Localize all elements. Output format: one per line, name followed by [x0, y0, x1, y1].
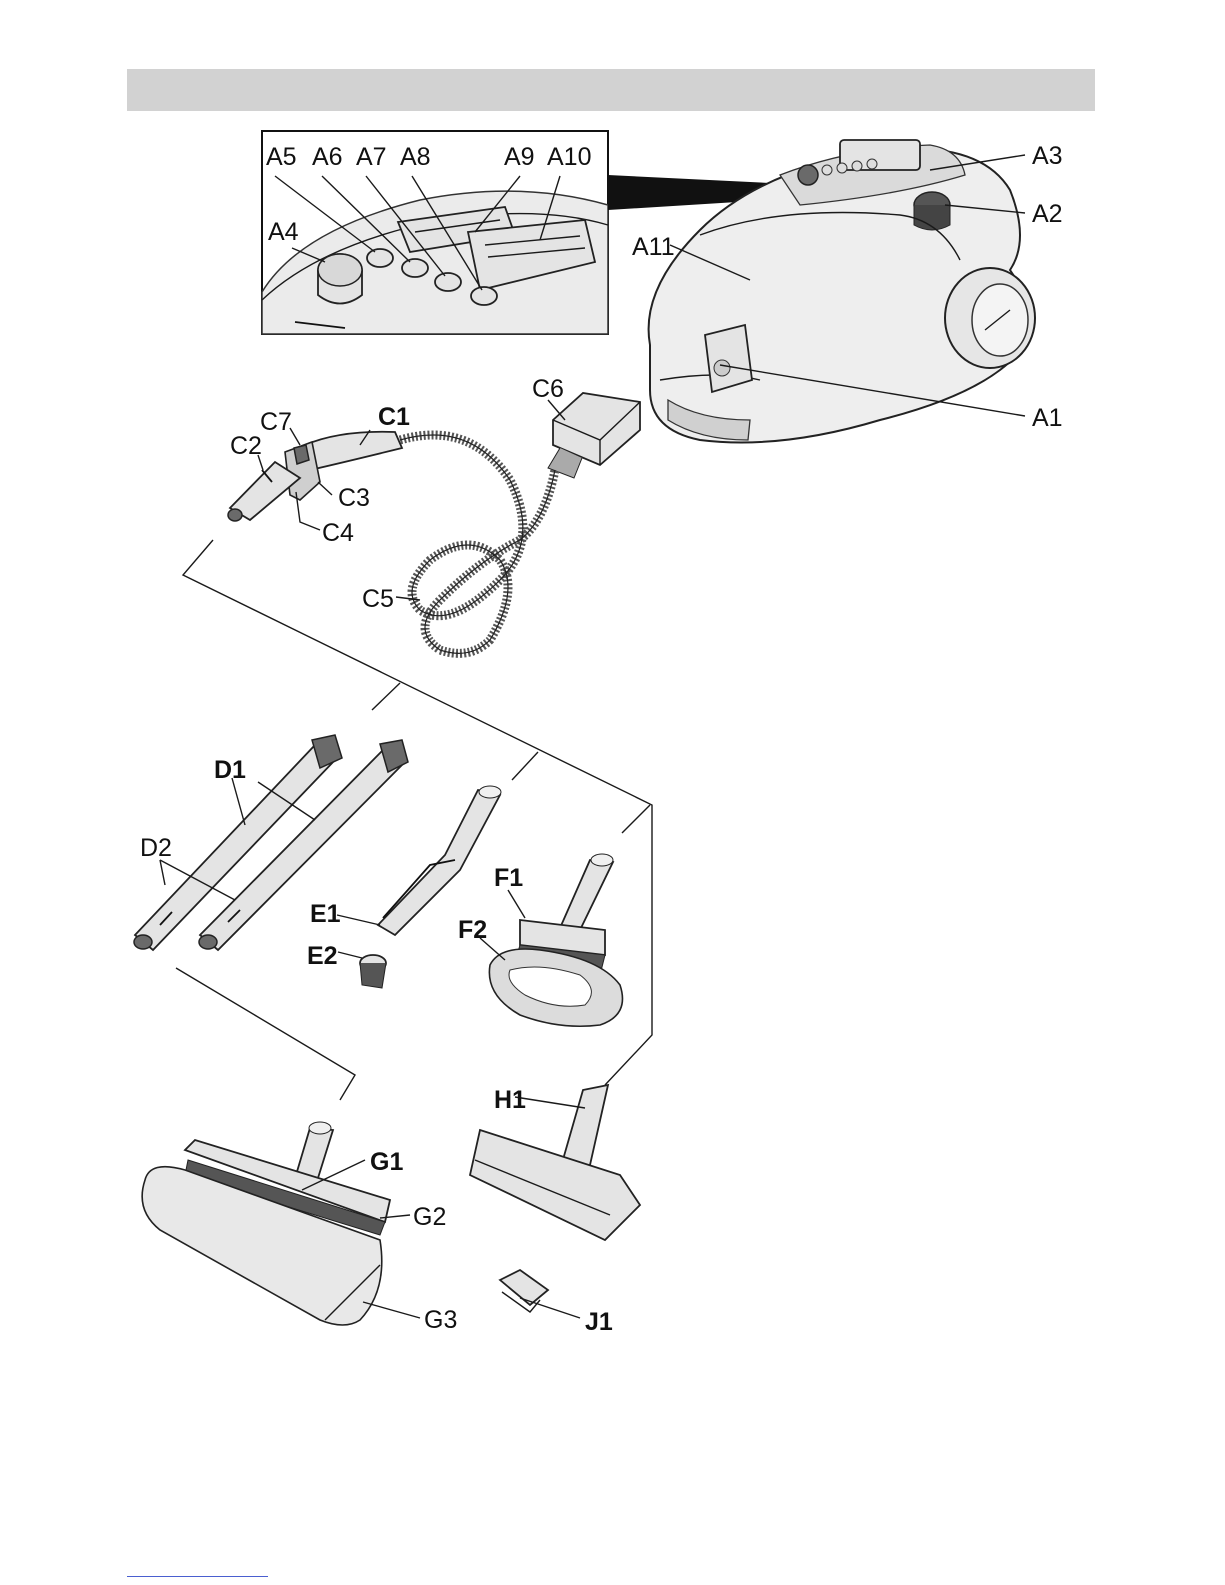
label-f1: F1	[494, 864, 523, 892]
label-f2: F2	[458, 916, 487, 944]
detail-nozzle	[360, 786, 501, 988]
label-c6: C6	[532, 375, 564, 403]
label-a6: A6	[312, 143, 343, 171]
label-h1: H1	[494, 1086, 526, 1114]
label-a11: A11	[632, 233, 675, 261]
label-c1: C1	[378, 403, 410, 431]
label-c4: C4	[322, 519, 354, 547]
footer-link-underline[interactable]	[127, 1576, 268, 1577]
label-a7: A7	[356, 143, 387, 171]
label-j1: J1	[585, 1308, 613, 1336]
label-a5: A5	[266, 143, 297, 171]
label-a8: A8	[400, 143, 431, 171]
label-d2: D2	[140, 834, 172, 862]
label-c5: C5	[362, 585, 394, 613]
label-c2: C2	[230, 432, 262, 460]
label-a3: A3	[1032, 142, 1063, 170]
label-c7: C7	[260, 408, 292, 436]
label-a4: A4	[268, 218, 299, 246]
label-c3: C3	[338, 484, 370, 512]
extension-tubes	[134, 735, 408, 950]
label-g2: G2	[413, 1203, 446, 1231]
label-d1: D1	[214, 756, 246, 784]
label-a2: A2	[1032, 200, 1063, 228]
window-nozzle	[470, 1085, 640, 1312]
label-g3: G3	[424, 1306, 457, 1334]
label-a9: A9	[504, 143, 535, 171]
label-a10: A10	[547, 143, 591, 171]
label-a1: A1	[1032, 404, 1063, 432]
label-e1: E1	[310, 900, 341, 928]
floor-nozzle	[142, 1122, 390, 1325]
label-g1: G1	[370, 1148, 403, 1176]
label-e2: E2	[307, 942, 338, 970]
